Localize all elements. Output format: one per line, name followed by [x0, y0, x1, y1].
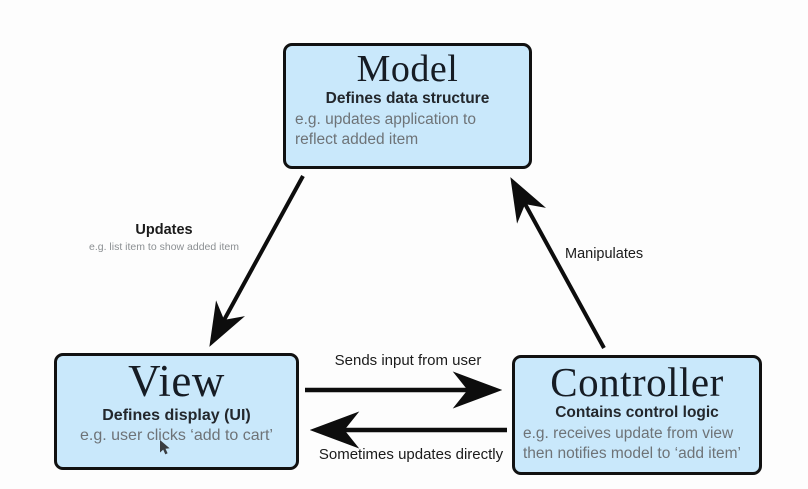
model-title: Model — [356, 48, 459, 90]
controller-title: Controller — [550, 359, 724, 405]
controller-example: e.g. receives update from view then noti… — [523, 424, 741, 463]
mouse-cursor-icon — [160, 440, 170, 455]
updates-sublabel: e.g. list item to show added item — [89, 241, 239, 254]
edge-label-sends-input: Sends input from user — [334, 352, 482, 369]
node-view: View Defines display (UI) e.g. user clic… — [54, 353, 299, 470]
view-subtitle: Defines display (UI) — [102, 406, 251, 424]
node-model: Model Defines data structure e.g. update… — [283, 43, 532, 169]
node-controller: Controller Contains control logic e.g. r… — [512, 355, 762, 475]
view-example: e.g. user clicks ‘add to cart’ — [80, 426, 273, 444]
model-example: e.g. updates application to reflect adde… — [295, 110, 476, 149]
edge-label-manipulates: Manipulates — [565, 246, 644, 262]
edge-label-sometimes-updates: Sometimes updates directly — [318, 446, 504, 463]
arrow-model-to-view — [209, 175, 305, 347]
updates-label: Updates — [135, 222, 193, 238]
arrow-controller-to-model — [510, 177, 606, 349]
model-subtitle: Defines data structure — [325, 90, 490, 108]
controller-subtitle: Contains control logic — [555, 404, 719, 422]
view-title: View — [128, 356, 225, 406]
edge-label-updates: Updates e.g. list item to show added ite… — [88, 222, 240, 254]
